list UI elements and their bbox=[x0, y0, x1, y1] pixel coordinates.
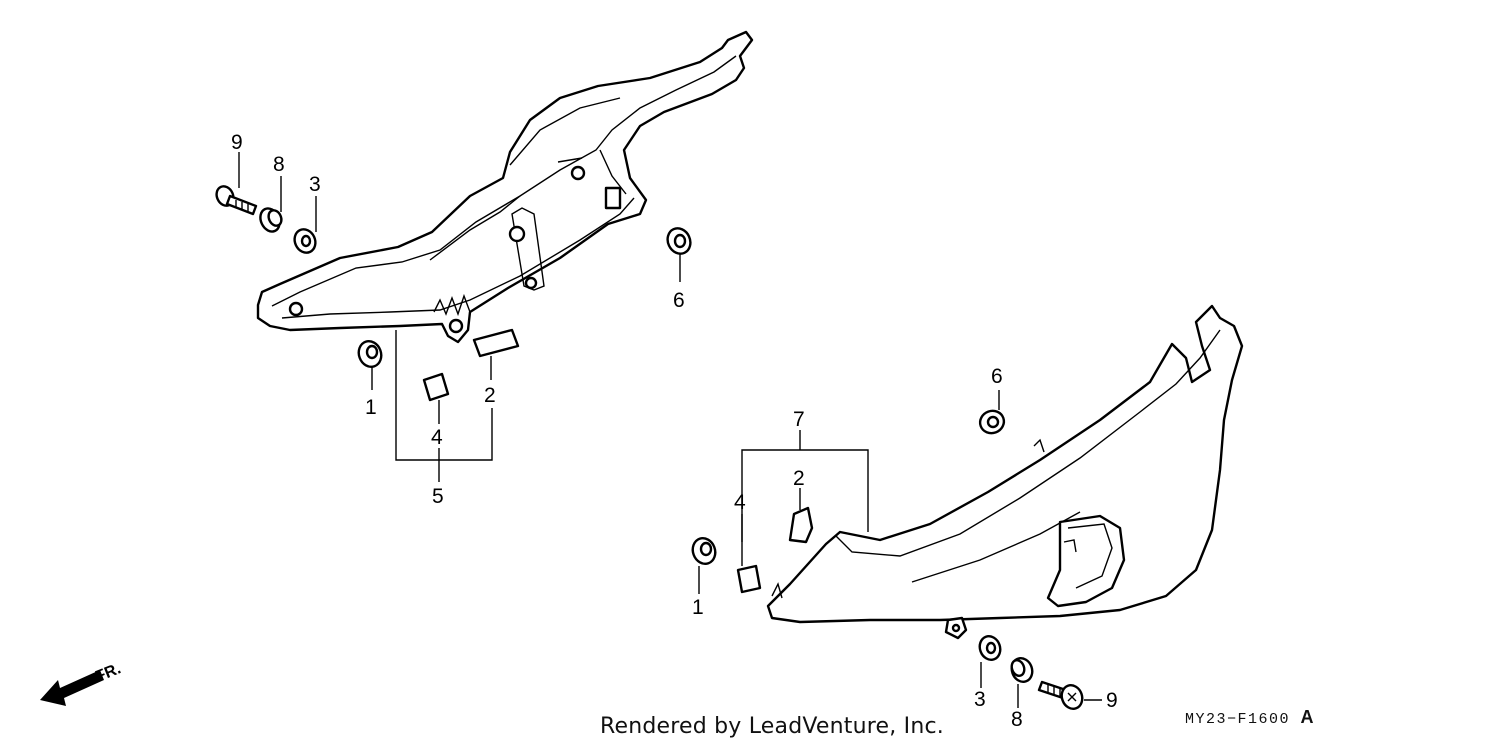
callout-right-8: 8 bbox=[1011, 708, 1023, 731]
callout-right-1: 1 bbox=[692, 596, 704, 619]
callout-left-1: 1 bbox=[365, 396, 377, 419]
callout-left-9: 9 bbox=[231, 131, 243, 154]
callout-left-5: 5 bbox=[432, 485, 444, 508]
right-callouts: 6 7 2 4 1 3 8 9 bbox=[692, 365, 1118, 731]
left-cushion-2[interactable] bbox=[472, 328, 520, 358]
left-leader-lines bbox=[238, 152, 681, 482]
diagram-code: MY23−F1600 A bbox=[1185, 707, 1314, 728]
left-grommet-1[interactable] bbox=[355, 338, 385, 370]
footer-credit: Rendered by LeadVenture, Inc. bbox=[600, 714, 944, 739]
diagram-code-suffix: A bbox=[1300, 707, 1314, 727]
left-collar-8[interactable] bbox=[257, 205, 284, 234]
right-leader-lines bbox=[698, 390, 1102, 708]
callout-left-3: 3 bbox=[309, 173, 321, 196]
left-cushion-4[interactable] bbox=[422, 372, 450, 402]
left-callouts: 9 8 3 6 1 4 2 5 bbox=[231, 131, 685, 508]
right-collar-8[interactable] bbox=[1008, 655, 1035, 684]
right-grommet-1[interactable] bbox=[689, 535, 719, 567]
front-direction-arrow-icon: FR. bbox=[40, 660, 123, 706]
callout-left-4: 4 bbox=[431, 426, 443, 449]
left-grommet-6[interactable] bbox=[664, 225, 695, 258]
callout-right-4: 4 bbox=[734, 491, 746, 514]
callout-right-6: 6 bbox=[991, 365, 1003, 388]
callout-right-9: 9 bbox=[1106, 689, 1118, 712]
right-bolt-9[interactable] bbox=[1037, 680, 1086, 712]
diagram-code-text: MY23−F1600 bbox=[1185, 711, 1291, 728]
right-cushion-2[interactable] bbox=[788, 506, 814, 544]
callout-right-2: 2 bbox=[793, 467, 805, 490]
left-grommet-3[interactable] bbox=[291, 226, 319, 256]
direction-label: FR. bbox=[93, 660, 123, 685]
callout-right-7: 7 bbox=[793, 408, 805, 431]
callout-left-8: 8 bbox=[273, 153, 285, 176]
callout-left-6: 6 bbox=[673, 289, 685, 312]
right-side-cover[interactable] bbox=[766, 304, 1244, 640]
left-bolt-9[interactable] bbox=[214, 184, 258, 216]
callout-right-3: 3 bbox=[974, 688, 986, 711]
right-grommet-6[interactable] bbox=[977, 408, 1007, 437]
left-side-cover[interactable] bbox=[256, 30, 754, 344]
right-cushion-4[interactable] bbox=[736, 564, 762, 594]
callout-left-2: 2 bbox=[484, 384, 496, 407]
right-grommet-3[interactable] bbox=[976, 633, 1003, 662]
